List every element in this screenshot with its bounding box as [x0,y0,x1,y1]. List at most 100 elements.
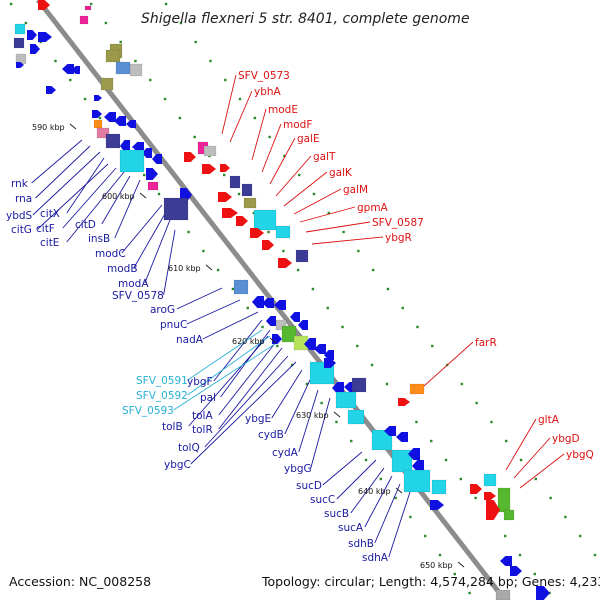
tick-label: 640 kbp [358,487,391,496]
gene-block [203,145,217,157]
track-dot [371,268,375,272]
track-dot [423,534,427,538]
track-dot [431,344,434,348]
gene-connector [133,211,167,269]
tick-label: 650 kbp [420,561,453,570]
gene-arrow [298,320,308,330]
gene-connector [336,459,377,500]
gene-label-tolq: tolQ [178,442,200,454]
track-dot [430,439,433,443]
track-dot [178,116,182,120]
track-dot [534,477,538,481]
gene-connector [32,151,101,216]
gene-label-sucb: sucB [324,508,349,520]
gene-label-suca: sucA [338,522,364,534]
gene-connector [202,311,259,340]
gene-arrow [38,32,52,42]
track-dot [89,2,93,6]
gene-arrow [142,148,152,158]
gene-connector [173,341,279,411]
gene-block [105,49,121,63]
tick-mark [139,192,147,199]
gene-label-galk: galK [329,167,353,179]
gene-label-cyda: cydA [272,447,299,459]
gene-block [229,175,241,189]
track-dot [252,211,255,215]
track-dot [364,458,368,462]
gene-label-sfv_0573: SFV_0573 [238,70,290,82]
gene-arrow [250,228,264,238]
gene-label-sdhb: sdhB [348,538,374,550]
gene-arrow [500,556,512,566]
gene-label-cydb: cydB [258,429,284,441]
track-dot [342,230,345,234]
gene-arrow [218,192,232,202]
gene-connector [271,369,303,419]
gene-block [351,377,367,393]
gene-connector [513,437,551,479]
track-dot [468,591,471,595]
gene-label-galt: galT [313,151,336,163]
track-dot [194,40,197,44]
gene-block [147,181,159,191]
track-dot [143,173,146,177]
gene-label-ybgq: ybgQ [566,449,594,461]
track-dot [533,572,536,576]
gene-connector [188,335,269,427]
gene-block [483,473,497,487]
gene-label-gpma: gpmA [357,202,389,214]
track-dot [311,287,315,291]
gene-label-nada: nadA [176,334,204,346]
gene-arrow [408,448,420,460]
gene-label-moda: modA [118,278,149,290]
gene-label-tolb: tolB [162,421,183,433]
gene-label-modb: modB [107,263,138,275]
gene-connector [374,483,401,544]
track-dot [370,363,374,367]
gene-block [243,197,257,209]
gene-label-rnk: rnk [11,178,29,190]
gene-label-modf: modF [283,119,312,131]
track-dot [202,249,205,253]
gene-arrow [290,312,300,322]
gene-label-ybds: ybdS [6,210,33,222]
gene-arrow [262,240,274,250]
gene-label-glta: gltA [538,414,560,426]
gene-arrow [332,382,344,394]
track-dot [350,439,353,443]
track-dot [223,173,226,177]
gene-arrow [510,566,522,576]
gene-arrow [16,62,24,68]
track-dot [327,211,330,215]
gene-arrow [278,258,292,268]
tick-mark [333,411,341,418]
gene-connector [423,341,474,387]
gene-connector [283,171,328,207]
gene-label-sucd: sucD [296,480,322,492]
gene-connector [221,74,237,135]
gene-arrow [484,492,496,500]
track-dot [415,420,418,424]
gene-connector [163,229,176,296]
gene-connector [176,287,223,310]
gene-label-ybgr: ybgR [385,232,412,244]
gene-block [275,319,287,331]
gene-block [495,589,511,600]
tick-label: 590 kbp [32,123,65,132]
track-dot [490,420,493,424]
gene-label-citf: citF [36,223,55,235]
gene-arrow [430,500,444,510]
gene-connector [66,171,125,243]
track-dot [231,287,235,291]
gene-label-insb: insB [88,233,110,245]
gene-block [163,197,189,221]
gene-arrow [202,164,216,174]
gene-connector [121,204,163,254]
track-dot [312,192,316,196]
gene-arrow [236,216,248,226]
gene-label-galm: galM [343,184,368,196]
track-dot [179,21,183,25]
gene-connector [261,123,282,173]
genome-summary: Topology: circular; Length: 4,574,284 bp… [261,574,600,589]
tick-label: 600 kbp [102,192,135,201]
